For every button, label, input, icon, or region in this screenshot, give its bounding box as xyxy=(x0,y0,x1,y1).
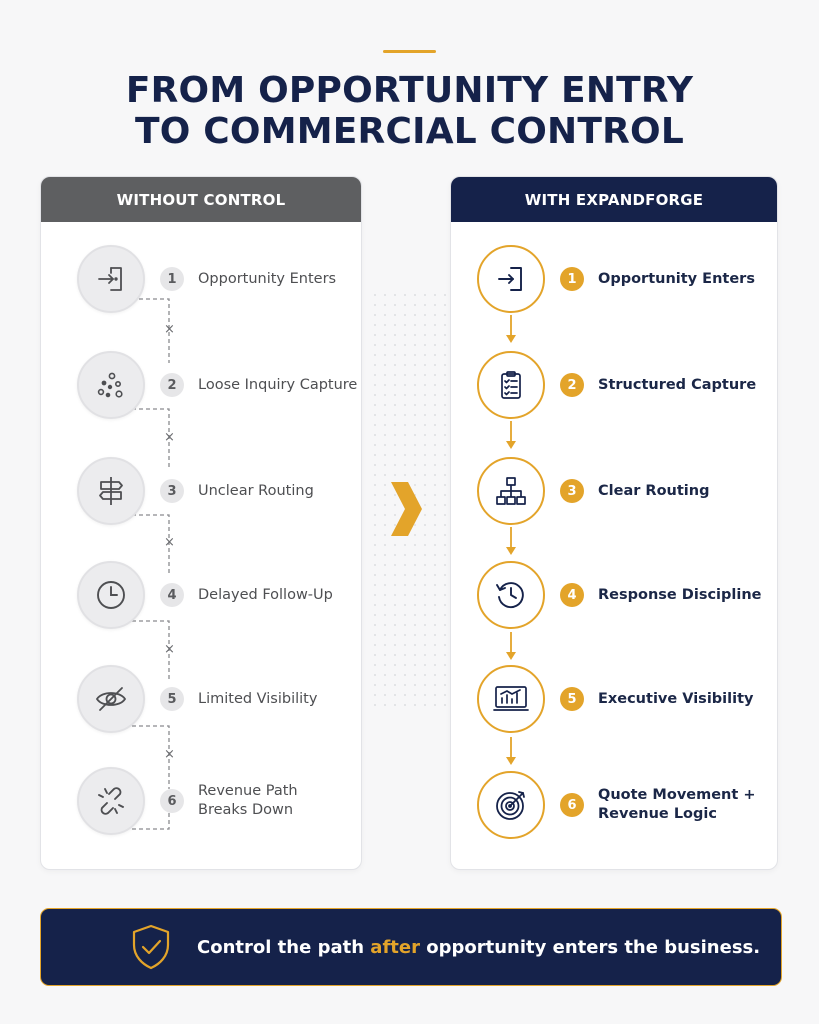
step-number: 5 xyxy=(160,687,184,711)
broken-connector-mark: × xyxy=(164,747,175,762)
right-step-4: 4 Response Discipline xyxy=(477,561,762,629)
right-step-5: 5 Executive Visibility xyxy=(477,665,753,733)
step-number: 2 xyxy=(160,373,184,397)
org-chart-icon xyxy=(477,457,545,525)
step-number: 6 xyxy=(560,793,584,817)
title-line-2: TO COMMERCIAL CONTROL xyxy=(135,111,684,152)
shield-check-icon xyxy=(129,923,173,971)
right-step-2: 2 Structured Capture xyxy=(477,351,756,419)
left-step-5: 5 Limited Visibility xyxy=(77,665,317,733)
step-number: 3 xyxy=(160,479,184,503)
chevron-right-icon xyxy=(391,482,422,536)
clock-icon xyxy=(77,561,145,629)
left-step-1: 1 Opportunity Enters xyxy=(77,245,336,313)
step-label: Executive Visibility xyxy=(598,690,754,707)
broken-connector-mark: × xyxy=(164,322,175,337)
broken-connector-mark: × xyxy=(164,535,175,550)
title-accent-bar xyxy=(383,50,436,53)
clock-refresh-icon xyxy=(477,561,545,629)
signpost-icon xyxy=(77,457,145,525)
enter-icon xyxy=(477,245,545,313)
right-flow-arrows xyxy=(506,315,516,765)
step-number: 6 xyxy=(160,789,184,813)
banner-text: Control the path after opportunity enter… xyxy=(197,937,760,958)
with-expandforge-header: WITH EXPANDFORGE xyxy=(451,177,777,222)
step-label: Opportunity Enters xyxy=(598,270,755,287)
right-step-3: 3 Clear Routing xyxy=(477,457,709,525)
step-number: 4 xyxy=(160,583,184,607)
title-line-1: FROM OPPORTUNITY ENTRY xyxy=(125,70,694,111)
target-icon xyxy=(477,771,545,839)
eye-slash-icon xyxy=(77,665,145,733)
without-control-panel: WITHOUT CONTROL × × × × × 1 Opportunity … xyxy=(40,176,362,870)
left-step-3: 3 Unclear Routing xyxy=(77,457,314,525)
step-label: Response Discipline xyxy=(598,586,762,603)
scattered-dots-icon xyxy=(77,351,145,419)
step-label: Unclear Routing xyxy=(198,482,314,499)
step-label: Opportunity Enters xyxy=(198,270,337,287)
step-label: Delayed Follow-Up xyxy=(198,586,333,603)
clipboard-checklist-icon xyxy=(477,351,545,419)
left-step-2: 2 Loose Inquiry Capture xyxy=(77,351,357,419)
step-label: Clear Routing xyxy=(598,482,710,499)
step-label: Structured Capture xyxy=(598,376,757,393)
step-number: 1 xyxy=(560,267,584,291)
step-number: 5 xyxy=(560,687,584,711)
step-label: Revenue Path Breaks Down xyxy=(198,783,298,818)
step-number: 3 xyxy=(560,479,584,503)
control-banner: Control the path after opportunity enter… xyxy=(40,908,782,986)
left-step-4: 4 Delayed Follow-Up xyxy=(77,561,333,629)
broken-link-icon xyxy=(77,767,145,835)
step-label: Limited Visibility xyxy=(198,690,318,707)
banner-text-highlight: after xyxy=(370,936,420,958)
dashboard-chart-icon xyxy=(477,665,545,733)
banner-text-before: Control the path xyxy=(197,936,371,958)
step-label: Quote Movement + Revenue Logic xyxy=(598,787,756,822)
without-control-header: WITHOUT CONTROL xyxy=(41,177,361,222)
step-label: Loose Inquiry Capture xyxy=(198,376,358,393)
enter-icon xyxy=(77,245,145,313)
broken-connector-mark: × xyxy=(164,430,175,445)
with-expandforge-panel: WITH EXPANDFORGE 1 Opportunity Enters 2 … xyxy=(450,176,778,870)
broken-connector-mark: × xyxy=(164,642,175,657)
right-step-6: 6 Quote Movement + Revenue Logic xyxy=(477,771,756,839)
step-number: 4 xyxy=(560,583,584,607)
step-number: 1 xyxy=(160,267,184,291)
right-step-1: 1 Opportunity Enters xyxy=(477,245,755,313)
step-number: 2 xyxy=(560,373,584,397)
page-title: FROM OPPORTUNITY ENTRY TO COMMERCIAL CON… xyxy=(0,70,819,152)
left-step-6: 6 Revenue Path Breaks Down xyxy=(77,767,298,835)
banner-text-after: opportunity enters the business. xyxy=(419,936,761,958)
